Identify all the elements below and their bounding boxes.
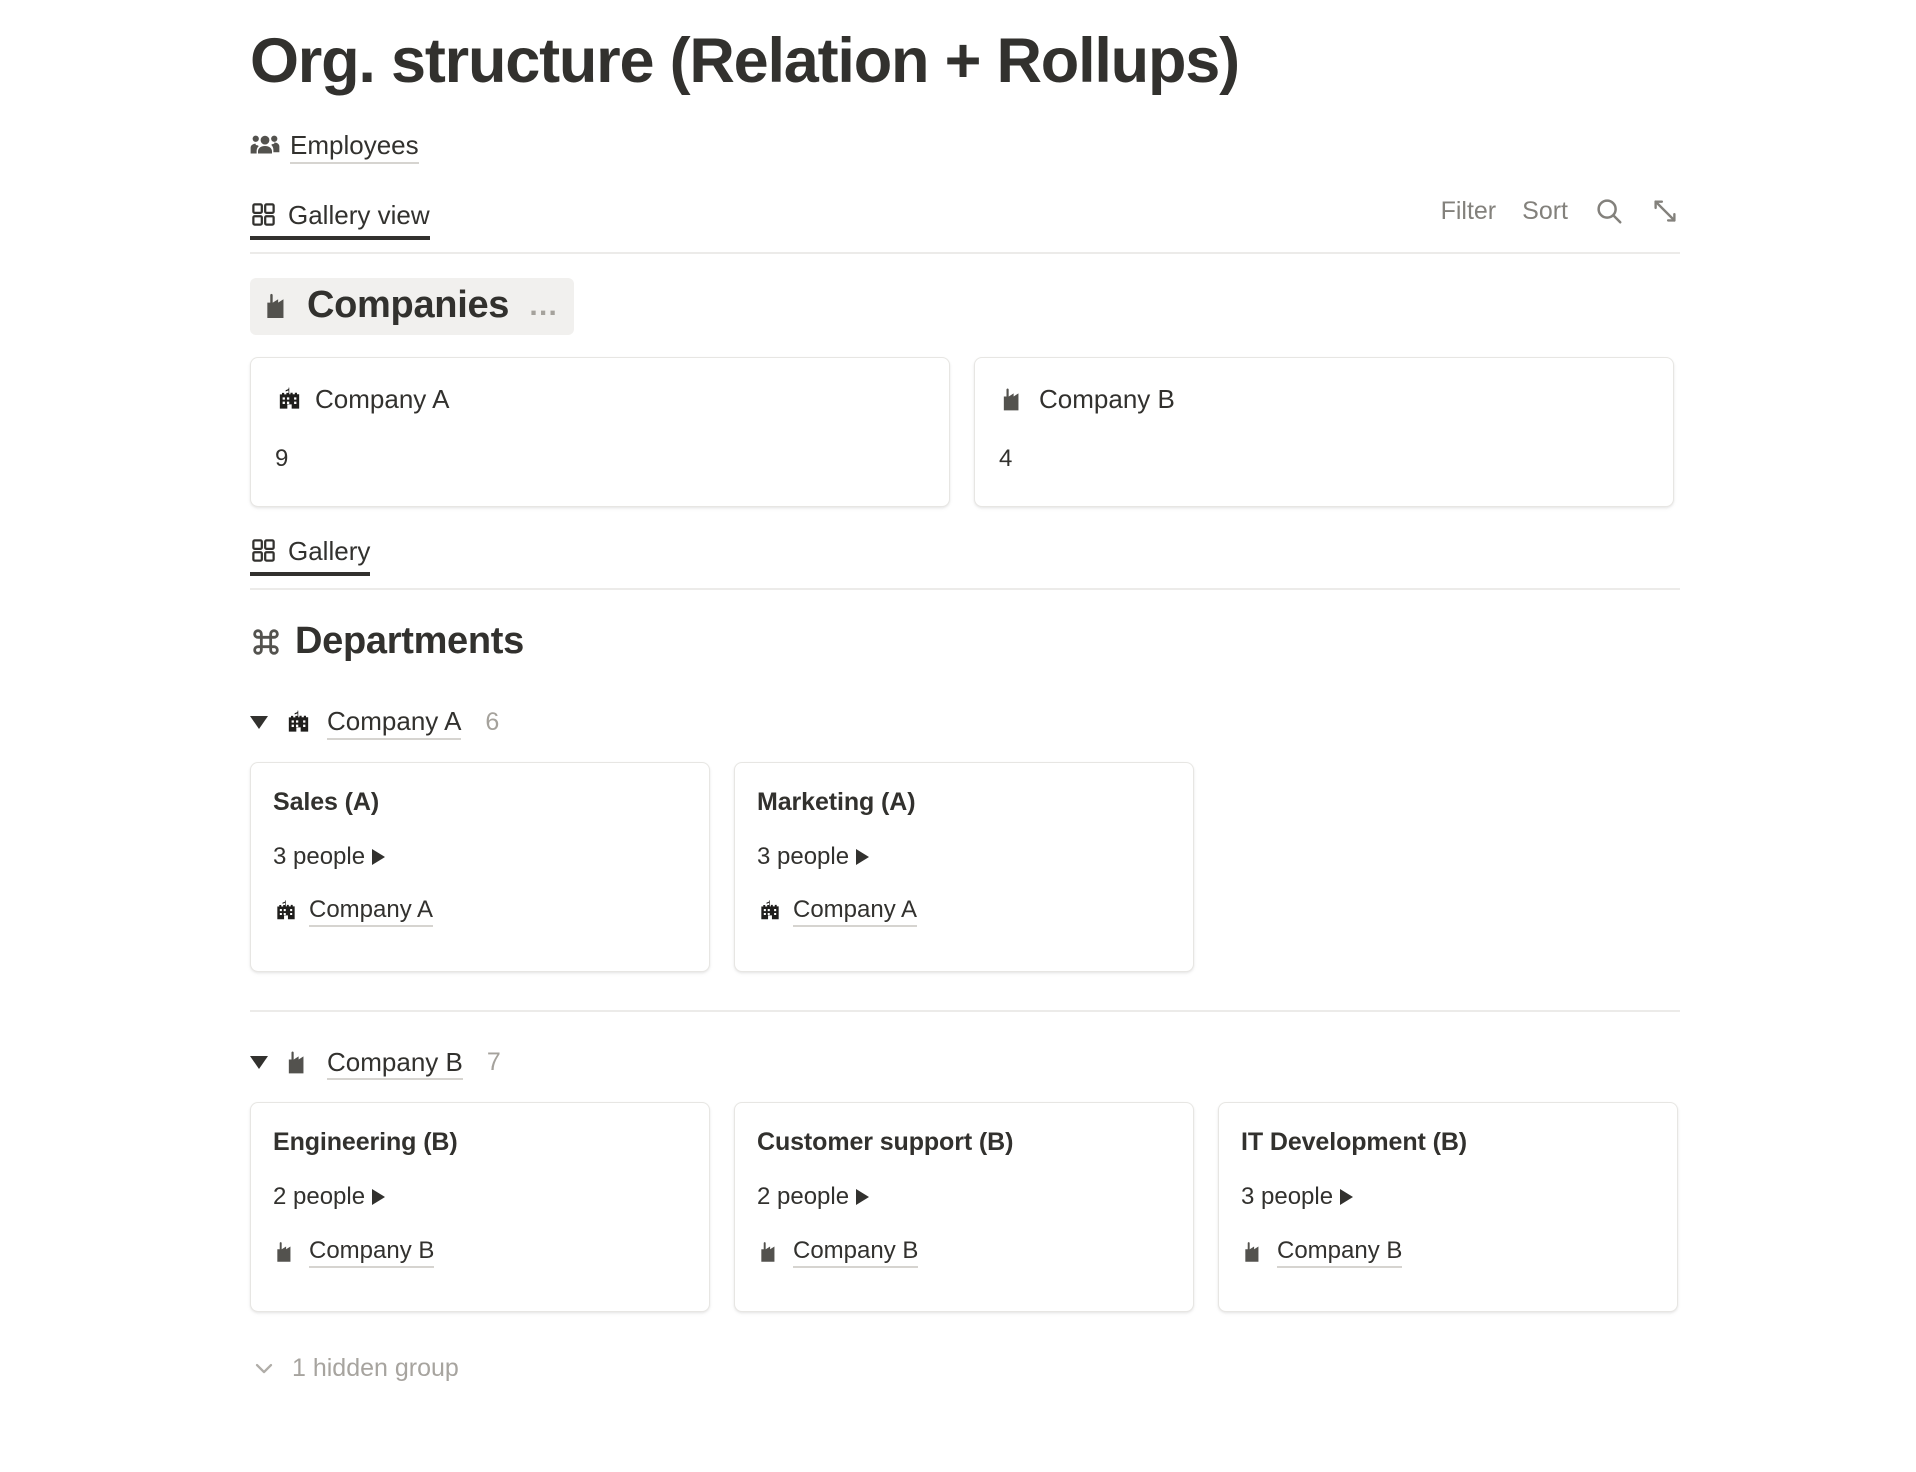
command-icon bbox=[250, 626, 282, 658]
company-card-header: Company B bbox=[999, 384, 1649, 415]
department-card[interactable]: Marketing (A) 3 people Company A bbox=[734, 761, 1194, 972]
department-card-people[interactable]: 3 people bbox=[757, 843, 1171, 872]
section-menu-icon[interactable]: … bbox=[528, 288, 561, 322]
expand-diagonal-icon[interactable] bbox=[1650, 196, 1680, 226]
department-card[interactable]: Customer support (B) 2 people Company B bbox=[734, 1102, 1194, 1313]
group-count: 6 bbox=[485, 707, 500, 736]
toolbar-divider bbox=[250, 252, 1680, 255]
chevron-down-icon bbox=[250, 1354, 278, 1382]
school-building-icon bbox=[757, 898, 783, 924]
company-card-title: Company A bbox=[315, 384, 450, 415]
department-card-relation-label: Company A bbox=[793, 895, 918, 928]
group-label: Company A bbox=[327, 705, 462, 740]
company-card[interactable]: Company B 4 bbox=[974, 357, 1674, 508]
hidden-group-label: 1 hidden group bbox=[292, 1353, 459, 1382]
factory-icon bbox=[757, 1239, 783, 1265]
departments-card-grid-company-b: Engineering (B) 2 people Company B Custo… bbox=[250, 1102, 1680, 1313]
department-card-title: Marketing (A) bbox=[757, 787, 916, 816]
company-card-metric: 4 bbox=[999, 445, 1013, 473]
department-card-title: Sales (A) bbox=[273, 787, 380, 816]
expand-triangle-icon[interactable] bbox=[856, 848, 870, 865]
department-card-people-label: 2 people bbox=[273, 1183, 366, 1211]
factory-icon bbox=[262, 290, 294, 322]
department-card-relation[interactable]: Company A bbox=[757, 895, 1171, 928]
view-toolbar: Gallery view Filter Sort bbox=[250, 196, 1680, 254]
tab-gallery-view-label: Gallery view bbox=[288, 199, 430, 230]
department-card-people-label: 3 people bbox=[1241, 1183, 1334, 1211]
expand-triangle-icon[interactable] bbox=[1340, 1189, 1354, 1206]
tab-gallery[interactable]: Gallery bbox=[250, 535, 371, 577]
department-card-people[interactable]: 2 people bbox=[757, 1183, 1171, 1212]
department-card[interactable]: IT Development (B) 3 people Company B bbox=[1218, 1102, 1678, 1313]
department-card-people[interactable]: 2 people bbox=[273, 1183, 687, 1212]
search-icon[interactable] bbox=[1594, 196, 1624, 226]
gallery-grid-icon bbox=[250, 201, 277, 228]
factory-icon bbox=[273, 1239, 299, 1265]
department-card-relation-label: Company B bbox=[1277, 1236, 1403, 1268]
department-card-relation[interactable]: Company B bbox=[1241, 1236, 1655, 1268]
factory-icon bbox=[999, 385, 1028, 414]
department-card-relation[interactable]: Company B bbox=[757, 1236, 1171, 1268]
department-card-people-label: 3 people bbox=[757, 842, 850, 870]
department-card-people[interactable]: 3 people bbox=[1241, 1183, 1655, 1212]
section-header-departments-label: Departments bbox=[295, 620, 524, 663]
school-building-icon bbox=[273, 898, 299, 924]
collapse-triangle-icon[interactable] bbox=[250, 1056, 268, 1070]
tab-gallery-view[interactable]: Gallery view bbox=[250, 199, 430, 241]
group-header-company-b[interactable]: Company B 7 bbox=[250, 1046, 1680, 1081]
company-card-metric: 9 bbox=[275, 445, 289, 473]
sort-button[interactable]: Sort bbox=[1522, 196, 1568, 225]
department-card-people-label: 3 people bbox=[273, 842, 366, 870]
expand-triangle-icon[interactable] bbox=[372, 848, 386, 865]
group-count: 7 bbox=[486, 1048, 501, 1077]
expand-triangle-icon[interactable] bbox=[372, 1189, 386, 1206]
collapse-triangle-icon[interactable] bbox=[250, 715, 268, 729]
department-card-relation[interactable]: Company B bbox=[273, 1236, 687, 1268]
department-card-relation-label: Company B bbox=[309, 1236, 435, 1268]
department-card-relation-label: Company A bbox=[309, 895, 434, 928]
gallery-toolbar: Gallery bbox=[250, 537, 1680, 590]
section-header-departments[interactable]: Departments bbox=[250, 614, 538, 671]
department-card[interactable]: Engineering (B) 2 people Company B bbox=[250, 1102, 710, 1313]
departments-card-grid-company-a: Sales (A) 3 people Company A Marketing (… bbox=[250, 761, 1680, 972]
gallery-grid-icon bbox=[250, 537, 277, 564]
department-card[interactable]: Sales (A) 3 people Company A bbox=[250, 761, 710, 972]
company-card-header: Company A bbox=[275, 384, 925, 415]
group-header-company-a[interactable]: Company A 6 bbox=[250, 705, 1680, 740]
people-group-icon bbox=[250, 131, 280, 161]
companies-card-grid: Company A 9 Company B 4 bbox=[250, 357, 1680, 508]
company-card[interactable]: Company A 9 bbox=[250, 357, 950, 508]
department-card-title: Customer support (B) bbox=[757, 1128, 1014, 1157]
source-database-link[interactable]: Employees bbox=[250, 129, 1680, 165]
hidden-group-toggle[interactable]: 1 hidden group bbox=[250, 1354, 1680, 1382]
school-building-icon bbox=[275, 385, 304, 414]
department-card-people[interactable]: 3 people bbox=[273, 843, 687, 872]
factory-icon bbox=[284, 1048, 313, 1077]
source-database-label: Employees bbox=[290, 129, 419, 165]
department-card-title: Engineering (B) bbox=[273, 1128, 458, 1157]
group-divider bbox=[250, 1009, 1680, 1012]
factory-icon bbox=[1241, 1239, 1267, 1265]
toolbar-actions: Filter Sort bbox=[1441, 196, 1680, 240]
group-label: Company B bbox=[327, 1046, 463, 1081]
page-content: Org. structure (Relation + Rollups) Empl… bbox=[250, 26, 1680, 1382]
department-card-people-label: 2 people bbox=[757, 1183, 850, 1211]
section-header-companies-label: Companies bbox=[307, 284, 510, 327]
company-card-title: Company B bbox=[1039, 384, 1175, 415]
tab-gallery-label: Gallery bbox=[288, 535, 371, 566]
department-card-title: IT Development (B) bbox=[1241, 1128, 1467, 1157]
school-building-icon bbox=[284, 708, 313, 737]
page-title: Org. structure (Relation + Rollups) bbox=[250, 26, 1240, 96]
department-card-relation[interactable]: Company A bbox=[273, 895, 687, 928]
expand-triangle-icon[interactable] bbox=[856, 1189, 870, 1206]
gallery-toolbar-divider bbox=[250, 588, 1680, 591]
department-card-relation-label: Company B bbox=[793, 1236, 919, 1268]
section-header-companies[interactable]: Companies … bbox=[250, 278, 575, 336]
filter-button[interactable]: Filter bbox=[1440, 196, 1497, 225]
